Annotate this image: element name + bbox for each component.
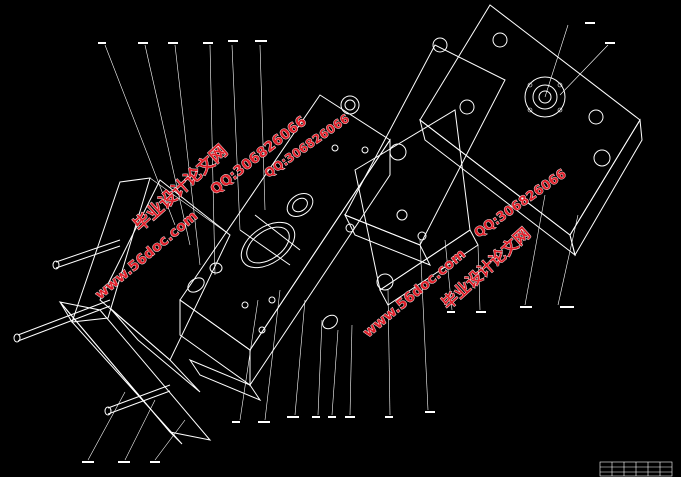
leader-lines xyxy=(87,24,609,461)
label-marks xyxy=(82,22,615,463)
core-plate xyxy=(343,37,506,306)
title-block xyxy=(599,461,673,477)
cavity-plate xyxy=(179,94,391,402)
top-clamp-plate xyxy=(419,4,643,257)
left-clamp-plate xyxy=(58,177,231,445)
watermarks: 毕业设计论文网 www.56doc.com QQ:306826066 QQ:30… xyxy=(92,111,570,341)
gear-core-insert xyxy=(187,193,338,330)
guide-pins-left xyxy=(13,239,171,416)
